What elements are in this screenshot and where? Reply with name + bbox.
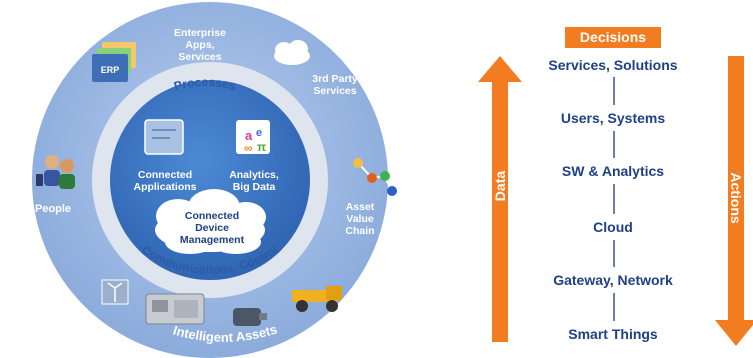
actions-arrow: [715, 56, 753, 346]
erp-cards-icon: ERP: [92, 42, 136, 82]
processes-label: Processes: [172, 75, 238, 93]
actions-label-wrap: Actions: [724, 160, 748, 240]
svg-text:π: π: [257, 140, 266, 154]
layer-gateway: Gateway, Network: [553, 272, 673, 288]
wind-turbine-icon: [101, 279, 129, 305]
erp-label: ERP: [101, 65, 120, 75]
third-party-cloud-icon: [274, 40, 310, 65]
connected-apps-icon: [144, 119, 184, 155]
actions-label: Actions: [728, 172, 744, 224]
device-management-cloud: [155, 189, 266, 254]
analytics-label: Analytics,Big Data: [229, 169, 279, 193]
svg-text:e: e: [256, 127, 262, 139]
layer-cloud: Cloud: [593, 219, 633, 235]
layer-users: Users, Systems: [560, 110, 666, 126]
dump-truck-icon: [292, 286, 342, 312]
separator: [613, 240, 615, 267]
separator: [613, 184, 615, 214]
people-icon: [36, 155, 75, 189]
layer-analytics: SW & Analytics: [561, 163, 665, 179]
decisions-header: Decisions: [565, 27, 661, 48]
layer-smart-things: Smart Things: [568, 326, 658, 342]
separator: [613, 131, 615, 158]
separator: [613, 293, 615, 321]
asset-chain-icon: [353, 158, 397, 196]
analytics-icon: a e ∞ π: [236, 120, 270, 155]
people-label: People: [35, 203, 71, 215]
svg-text:∞: ∞: [244, 141, 253, 155]
data-label-wrap: Data: [488, 160, 512, 220]
layer-services: Services, Solutions: [548, 57, 678, 73]
motor-icon: [233, 308, 267, 326]
svg-text:a: a: [245, 128, 253, 143]
industrial-machine-icon: [145, 293, 205, 325]
separator: [613, 77, 615, 105]
data-arrow: [478, 56, 522, 342]
data-label: Data: [492, 170, 508, 202]
